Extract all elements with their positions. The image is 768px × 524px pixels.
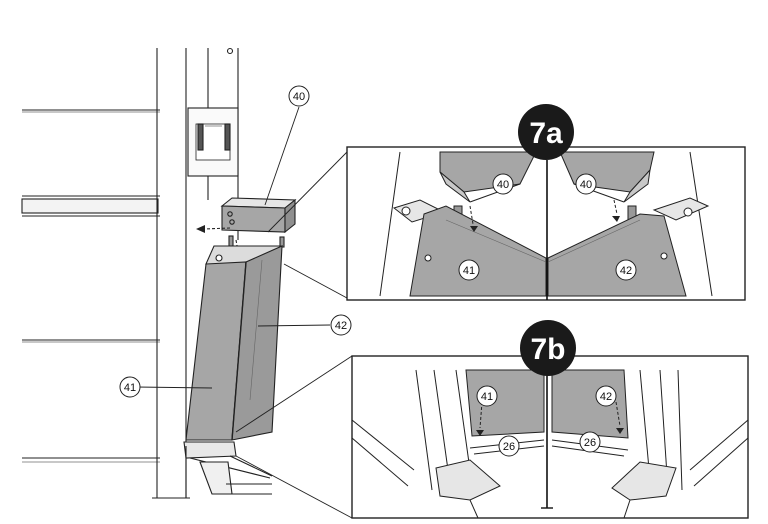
svg-text:42: 42 xyxy=(335,320,347,332)
svg-text:7b: 7b xyxy=(530,333,565,366)
main-assembly-view xyxy=(21,47,297,499)
callout-42-7a: 42 xyxy=(615,259,637,281)
step-badge-7b: 7b xyxy=(520,320,576,376)
callout-40-7a-right: 40 xyxy=(575,173,597,195)
callout-26-7b-right: 26 xyxy=(579,431,601,453)
step-badge-7a: 7a xyxy=(518,104,574,160)
svg-text:40: 40 xyxy=(293,91,305,103)
svg-text:7a: 7a xyxy=(529,117,563,150)
svg-text:41: 41 xyxy=(124,382,136,394)
leader-lines-main xyxy=(135,106,353,519)
detail-7a: 40 40 41 42 7a xyxy=(346,104,746,301)
callout-40-7a-left: 40 xyxy=(492,173,514,195)
callout-40-main: 40 xyxy=(288,85,310,107)
svg-text:41: 41 xyxy=(463,265,475,277)
svg-text:26: 26 xyxy=(584,437,596,449)
svg-text:42: 42 xyxy=(620,265,632,277)
callout-26-7b-left: 26 xyxy=(498,435,520,457)
svg-text:40: 40 xyxy=(497,179,509,191)
callout-42-main: 42 xyxy=(330,314,352,336)
callout-42-7b: 42 xyxy=(595,385,617,407)
callout-41-7a: 41 xyxy=(458,259,480,281)
callout-41-main: 41 xyxy=(119,376,141,398)
svg-text:40: 40 xyxy=(580,179,592,191)
callout-41-7b: 41 xyxy=(476,385,498,407)
svg-text:42: 42 xyxy=(600,391,612,403)
svg-text:26: 26 xyxy=(503,441,515,453)
detail-7b: 41 42 26 26 7b xyxy=(351,320,749,519)
svg-text:41: 41 xyxy=(481,391,493,403)
